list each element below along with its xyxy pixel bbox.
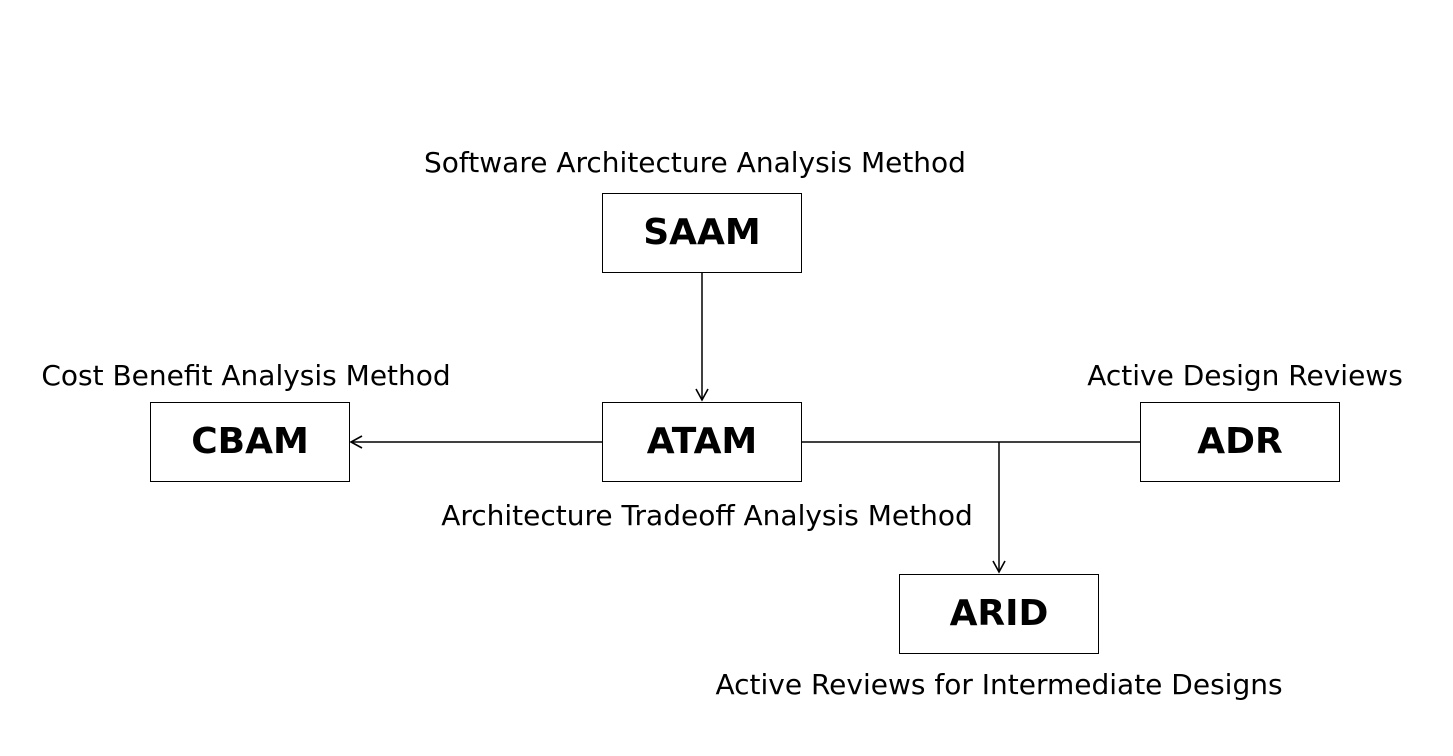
atam-node: ATAM [602, 402, 802, 482]
adr-label: ADR [1197, 421, 1283, 462]
cbam-node: CBAM [150, 402, 350, 482]
arid-label: ARID [949, 593, 1049, 634]
atam-label: ATAM [646, 421, 758, 462]
arid-node: ARID [899, 574, 1099, 654]
saam-label: SAAM [643, 212, 761, 253]
adr-caption: Active Design Reviews [1087, 359, 1403, 392]
atam-caption: Architecture Tradeoff Analysis Method [441, 499, 973, 532]
saam-caption: Software Architecture Analysis Method [424, 146, 966, 179]
cbam-caption: Cost Benefit Analysis Method [41, 359, 451, 392]
adr-node: ADR [1140, 402, 1340, 482]
cbam-label: CBAM [191, 421, 309, 462]
arid-caption: Active Reviews for Intermediate Designs [715, 668, 1283, 701]
saam-node: SAAM [602, 193, 802, 273]
